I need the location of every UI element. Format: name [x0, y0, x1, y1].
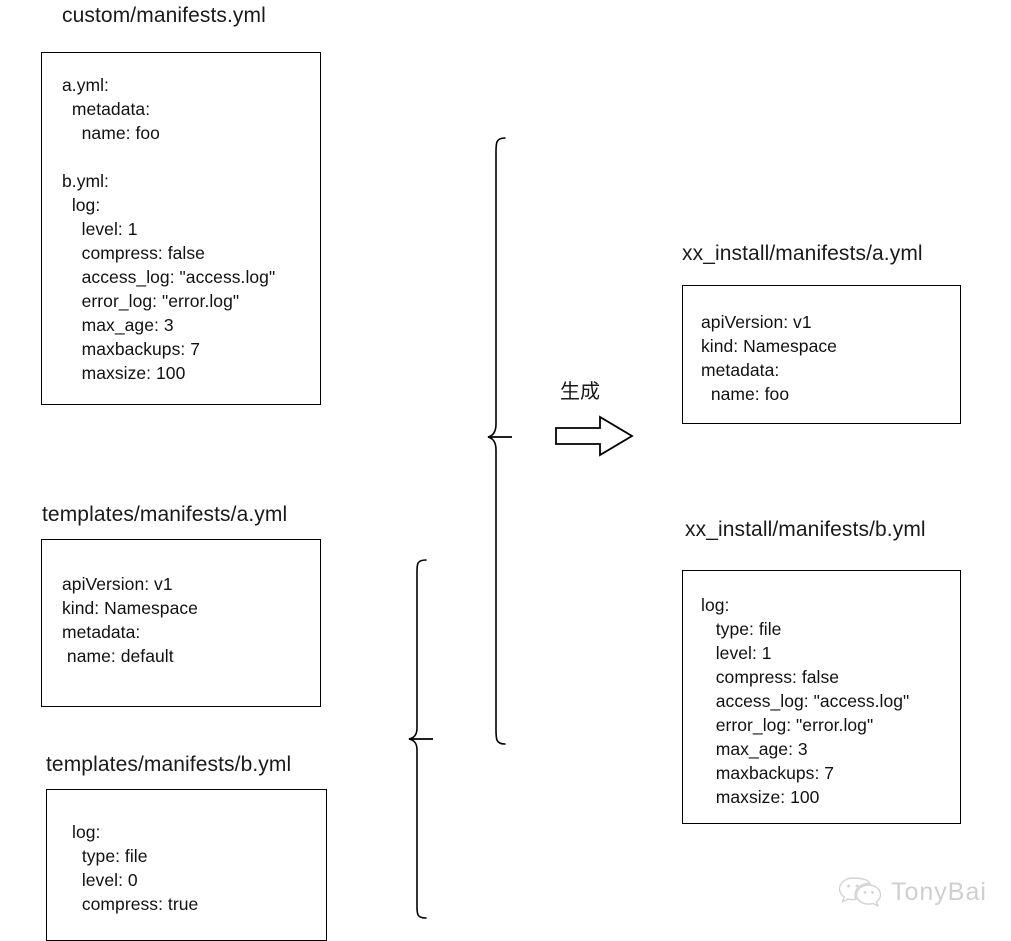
code-block-output-a: apiVersion: v1 kind: Namespace metadata:… [682, 285, 961, 424]
code-text-output-b: log: type: file level: 1 compress: false… [701, 595, 910, 807]
caption-custom-manifests: custom/manifests.yml [62, 4, 266, 27]
brace-all-inputs-group [487, 137, 512, 745]
watermark-text: TonyBai [891, 877, 987, 906]
brace-templates-group [408, 559, 433, 919]
wechat-icon [838, 877, 882, 907]
code-text-template-b: log: type: file level: 0 compress: true [72, 822, 199, 914]
caption-template-b: templates/manifests/b.yml [46, 753, 292, 776]
code-block-template-a: apiVersion: v1 kind: Namespace metadata:… [41, 539, 321, 707]
code-block-custom-manifests: a.yml: metadata: name: foo b.yml: log: l… [41, 52, 321, 405]
code-text-template-a: apiVersion: v1 kind: Namespace metadata:… [62, 574, 198, 666]
code-text-custom-manifests: a.yml: metadata: name: foo b.yml: log: l… [62, 75, 276, 383]
transform-label: 生成 [560, 381, 600, 403]
caption-output-a: xx_install/manifests/a.yml [682, 242, 923, 265]
watermark: TonyBai [838, 868, 998, 916]
code-text-output-a: apiVersion: v1 kind: Namespace metadata:… [701, 312, 837, 404]
code-block-output-b: log: type: file level: 1 compress: false… [682, 570, 961, 824]
caption-output-b: xx_install/manifests/b.yml [685, 518, 926, 541]
code-block-template-b: log: type: file level: 0 compress: true [46, 789, 327, 941]
caption-template-a: templates/manifests/a.yml [42, 503, 288, 526]
arrow-right-icon [555, 415, 634, 457]
